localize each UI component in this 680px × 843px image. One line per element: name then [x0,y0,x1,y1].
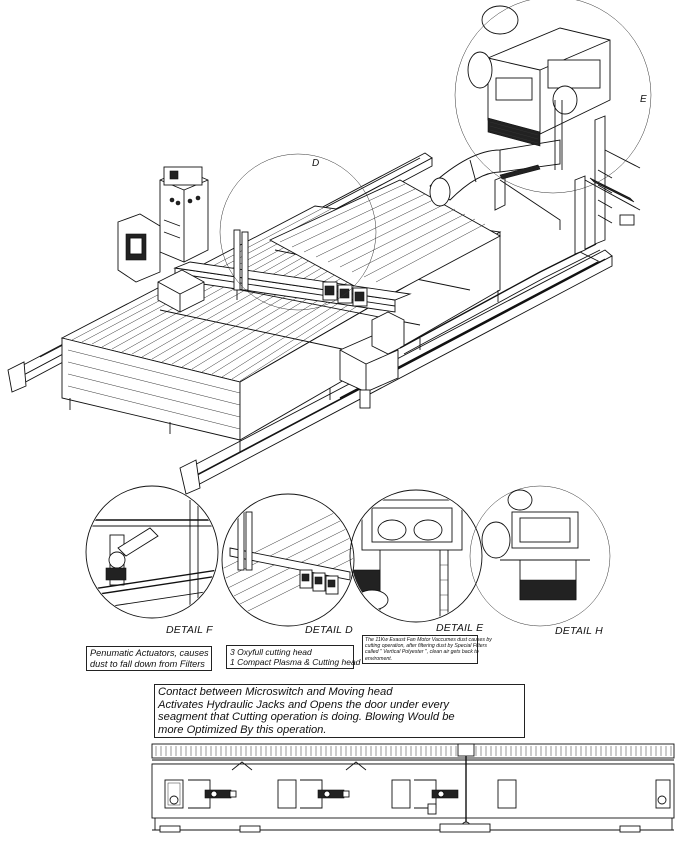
cutting-table-rear-section [268,179,501,301]
detail-d-callout-circle [219,153,377,311]
detail-h-view [469,485,611,627]
note-detail-d: 3 Oxyfull cutting head 1 Compact Plasma … [226,645,361,669]
note-line: seagment that Cutting operation is doing… [158,711,455,724]
gantry-end-carriage-rear [157,269,205,313]
note-detail-e: The 11Kw Exaust Fan Motor Vaccumes dust … [362,635,492,664]
note-line: 1 Compact Plasma & Cutting head [230,657,361,667]
note-line: enviroment. [365,655,393,662]
note-detail-f: Penumatic Actuators, causes dust to fall… [86,646,212,671]
note-line: Activates Hydraulic Jacks and Opens the … [158,698,450,711]
control-cabinet [159,166,209,263]
detail-d-view [221,493,355,627]
operator-console [117,213,161,283]
note-line: The 11Kw Exaust Fan Motor Vaccumes dust … [365,637,492,643]
door-jack-module-3 [391,779,459,815]
dust-collector-frame [494,115,641,263]
detail-d-caption: DETAIL D [305,624,353,636]
main-isometric-assembly [7,0,652,495]
note-microswitch-operation: Contact between Microswitch and Moving h… [154,684,525,739]
note-line: called " Vertical Polyester ", clean air… [365,649,479,656]
callout-label-d: D [312,158,320,169]
detail-h-caption: DETAIL H [555,625,603,637]
callout-label-e: E [640,94,647,105]
detail-f-caption: DETAIL F [166,624,213,636]
front-gantry-rail [179,249,613,495]
cable-chain [399,243,601,355]
table-section-view [151,743,675,833]
gantry-end-carriage-front [339,311,405,409]
exhaust-duct [429,139,561,207]
note-line: 3 Oxyfull cutting head [230,647,312,657]
detail-e-callout-circle [454,0,652,194]
note-line: Penumatic Actuators, causes [90,648,209,658]
detail-f-view [85,485,219,619]
note-line: cutting operation, after filtering dust … [365,643,487,650]
detail-e-view [349,489,483,623]
note-line: dust to fall down from Filters [90,658,205,669]
note-line: Contact between Microswitch and Moving h… [158,686,393,698]
dust-collector-unit [467,5,611,170]
door-jack-module-1 [164,779,237,809]
door-jack-module-4 [497,779,671,809]
note-line: more Optimized By this operation. [158,723,327,736]
detail-e-caption: DETAIL E [436,622,484,634]
door-jack-module-2 [277,779,350,809]
